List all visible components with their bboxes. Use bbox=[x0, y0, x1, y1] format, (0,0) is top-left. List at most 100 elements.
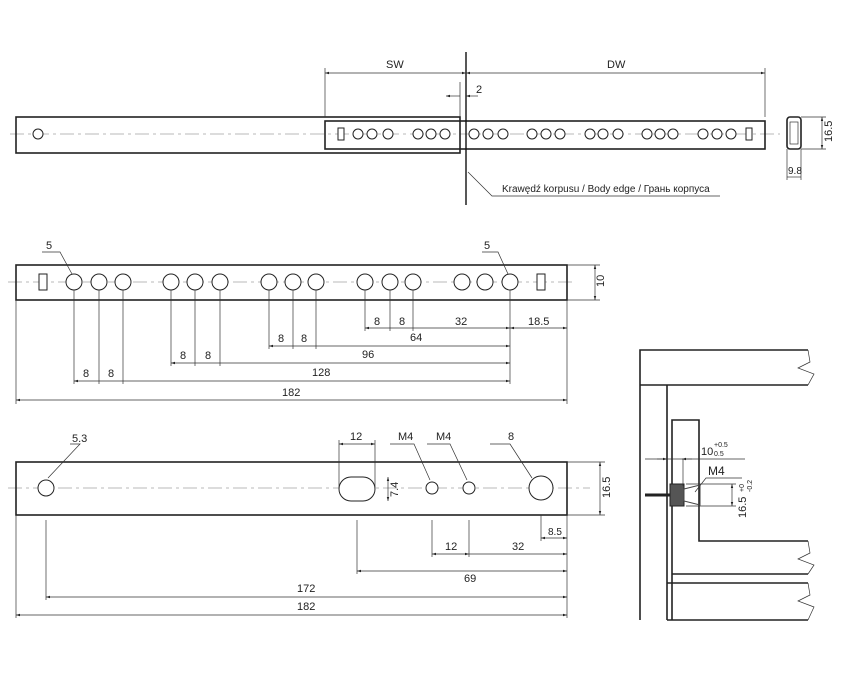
hole bbox=[284, 273, 302, 291]
hole bbox=[356, 273, 374, 291]
hole bbox=[412, 128, 424, 140]
thread-label-2: M4 bbox=[436, 431, 451, 443]
dim-8: 8 bbox=[374, 316, 380, 328]
hole bbox=[382, 128, 394, 140]
hole bbox=[439, 128, 451, 140]
dim-8: 8 bbox=[83, 368, 89, 380]
hole-8 bbox=[528, 475, 554, 501]
dim-182: 182 bbox=[297, 601, 315, 613]
middle-rail-holes bbox=[38, 273, 546, 291]
rail-profile: 16.5 9.8 bbox=[786, 116, 835, 180]
inner-rail bbox=[324, 120, 766, 150]
top-view: SW DW 2 Krawędź korpusu / Body edge / Гр… bbox=[10, 52, 835, 205]
dim-8: 8 bbox=[108, 368, 114, 380]
height-tol-upper: +0 bbox=[739, 484, 746, 492]
outer-rail bbox=[15, 116, 461, 154]
mounting-detail: 10 +0.5 0.5 M4 16.5 +0 -0.2 bbox=[639, 349, 815, 621]
dim-8: 8 bbox=[180, 350, 186, 362]
screw-icon bbox=[645, 483, 701, 507]
height-value: 16.5 bbox=[737, 497, 749, 518]
offset-value: 10 bbox=[701, 446, 713, 458]
dim-172: 172 bbox=[297, 583, 315, 595]
thread-hole-m4 bbox=[462, 481, 476, 495]
edge-offset: 8.5 bbox=[548, 527, 562, 538]
hole bbox=[526, 128, 538, 140]
hole bbox=[381, 273, 399, 291]
hole bbox=[654, 128, 666, 140]
dim-8: 8 bbox=[205, 350, 211, 362]
thread-label-1: M4 bbox=[398, 431, 413, 443]
hole bbox=[725, 128, 737, 140]
hole bbox=[468, 128, 480, 140]
dim-32: 32 bbox=[512, 541, 524, 553]
bottom-view: 5.3 12 7.4 M4 M4 8 16.5 8.5 12 32 69 172… bbox=[8, 431, 613, 618]
hole bbox=[501, 273, 519, 291]
hole bbox=[482, 128, 494, 140]
height-tol-lower: -0.2 bbox=[747, 480, 754, 492]
hole-dia-left: 5 bbox=[46, 240, 52, 252]
slot bbox=[38, 273, 48, 291]
hole bbox=[211, 273, 229, 291]
hole bbox=[162, 273, 180, 291]
gap-label: 2 bbox=[476, 84, 482, 96]
hole bbox=[425, 128, 437, 140]
rail-body bbox=[15, 461, 568, 516]
hole bbox=[307, 273, 325, 291]
dim-18-5: 18.5 bbox=[528, 316, 549, 328]
dim-128: 128 bbox=[312, 367, 330, 379]
sw-label: SW bbox=[386, 59, 404, 71]
top-rail-holes bbox=[337, 127, 753, 141]
dim-96: 96 bbox=[362, 349, 374, 361]
hole bbox=[612, 128, 624, 140]
middle-view: 5 5 10 8 8 32 18.5 64 8 8 96 8 8 128 8 8… bbox=[8, 240, 607, 404]
hole bbox=[90, 273, 108, 291]
hole-right-label: 8 bbox=[508, 431, 514, 443]
hole bbox=[584, 128, 596, 140]
hole-5-3 bbox=[37, 479, 55, 497]
profile-height: 16.5 bbox=[823, 121, 835, 142]
mount-hole bbox=[32, 128, 44, 140]
slot-height: 7.4 bbox=[389, 482, 401, 497]
dim-8: 8 bbox=[278, 333, 284, 345]
hole bbox=[453, 273, 471, 291]
hole bbox=[554, 128, 566, 140]
hole bbox=[186, 273, 204, 291]
rail-body bbox=[15, 264, 568, 301]
slot bbox=[337, 127, 345, 141]
slot bbox=[745, 127, 753, 141]
hole bbox=[711, 128, 723, 140]
profile-width: 9.8 bbox=[788, 166, 802, 177]
hole-left-label: 5.3 bbox=[72, 433, 87, 445]
hole bbox=[404, 273, 422, 291]
hole bbox=[540, 128, 552, 140]
dim-182: 182 bbox=[282, 387, 300, 399]
body-edge-label: Krawędź korpusu / Body edge / Грань корп… bbox=[502, 184, 710, 195]
slot-hole bbox=[338, 476, 376, 502]
height-label: 10 bbox=[595, 275, 607, 287]
dim-64: 64 bbox=[410, 332, 422, 344]
slot-width: 12 bbox=[350, 431, 362, 443]
dim-8: 8 bbox=[301, 333, 307, 345]
hole bbox=[260, 273, 278, 291]
hole bbox=[497, 128, 509, 140]
hole bbox=[697, 128, 709, 140]
offset-tol-upper: +0.5 bbox=[714, 442, 728, 449]
hole bbox=[366, 128, 378, 140]
hole bbox=[114, 273, 132, 291]
hole bbox=[65, 273, 83, 291]
hole bbox=[352, 128, 364, 140]
hole bbox=[597, 128, 609, 140]
hole bbox=[641, 128, 653, 140]
hole bbox=[476, 273, 494, 291]
hole-dia-right: 5 bbox=[484, 240, 490, 252]
thread-hole-m4 bbox=[425, 481, 439, 495]
dim-32: 32 bbox=[455, 316, 467, 328]
pitch-12: 12 bbox=[445, 541, 457, 553]
dw-label: DW bbox=[607, 59, 626, 71]
offset-tol-lower: 0.5 bbox=[714, 451, 724, 458]
hole bbox=[667, 128, 679, 140]
thread-label: M4 bbox=[708, 464, 725, 478]
dim-8: 8 bbox=[399, 316, 405, 328]
height-label: 16.5 bbox=[601, 477, 613, 498]
